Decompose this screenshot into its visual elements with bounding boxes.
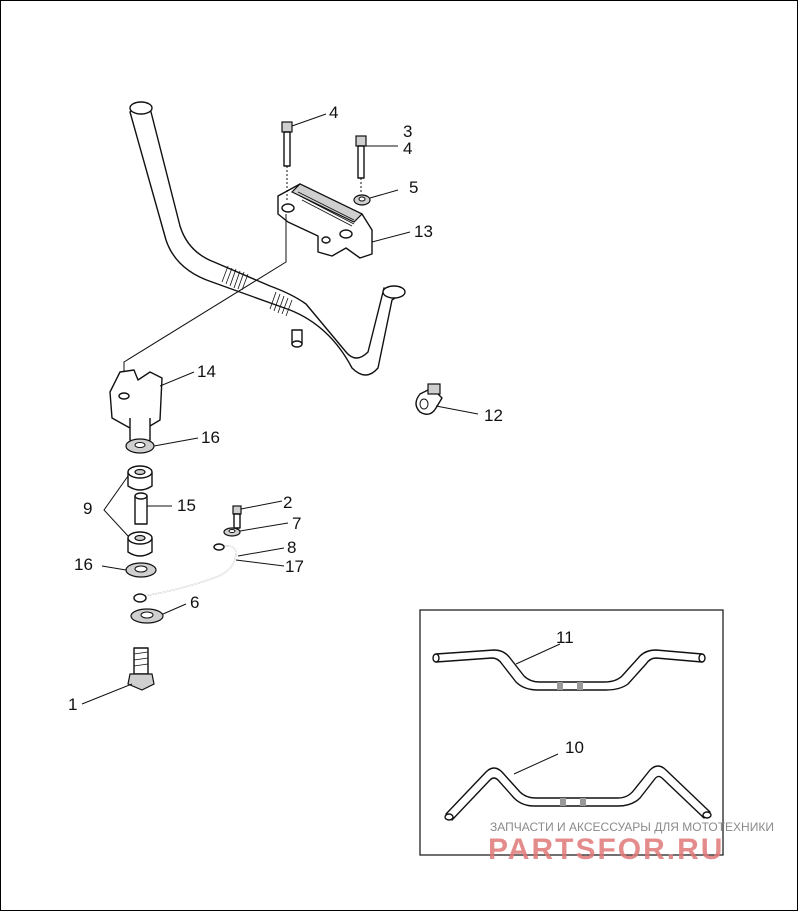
callout-14: 14 — [197, 362, 216, 381]
callout-10: 10 — [565, 738, 584, 757]
handlebar-10 — [444, 765, 712, 821]
screw-2 — [232, 505, 242, 529]
callout-4-right: 4 — [403, 139, 412, 158]
callout-4-top: 4 — [329, 103, 338, 122]
callout-3: 3 — [403, 122, 412, 141]
clamp-bolt-left — [281, 121, 293, 200]
callout-16-lower: 16 — [74, 555, 93, 574]
callout-9: 9 — [83, 499, 92, 518]
callout-11: 11 — [556, 628, 574, 647]
callout-7: 7 — [292, 514, 301, 533]
handlebar-main — [129, 101, 406, 376]
washer-5 — [353, 194, 371, 206]
spacer-15 — [134, 492, 148, 525]
callout-15: 15 — [177, 496, 196, 515]
callout-1: 1 — [68, 695, 77, 714]
washer-6 — [130, 608, 164, 624]
riser — [109, 369, 163, 444]
callout-12: 12 — [484, 406, 503, 425]
callout-17: 17 — [285, 557, 304, 576]
callout-5: 5 — [409, 178, 418, 197]
leader-lines — [81, 113, 561, 775]
watermark-logo: PARTSFOR.RU — [488, 833, 724, 866]
watermark-tagline: ЗАПЧАСТИ И АКСЕССУАРЫ ДЛЯ МОТОТЕХНИКИ — [490, 820, 774, 834]
top-clamp — [277, 183, 373, 259]
handlebar-11 — [432, 649, 706, 691]
callout-16-upper: 16 — [201, 428, 220, 447]
bolt-1 — [127, 647, 155, 691]
washer-7 — [223, 527, 241, 537]
washer-16-upper — [125, 438, 155, 454]
callout-labels: 4 3 4 5 13 14 12 16 2 9 15 7 8 16 17 6 1… — [68, 103, 584, 757]
ground-strap — [133, 543, 237, 603]
clamp-bolt-right — [355, 135, 367, 192]
callout-2: 2 — [283, 493, 292, 512]
washer-16-lower — [125, 562, 157, 578]
bushing-9-upper — [127, 465, 153, 491]
callout-6: 6 — [190, 593, 199, 612]
callout-13: 13 — [414, 222, 433, 241]
clip-12 — [415, 383, 443, 415]
callout-8: 8 — [287, 538, 296, 557]
bushing-9-lower — [127, 531, 153, 557]
